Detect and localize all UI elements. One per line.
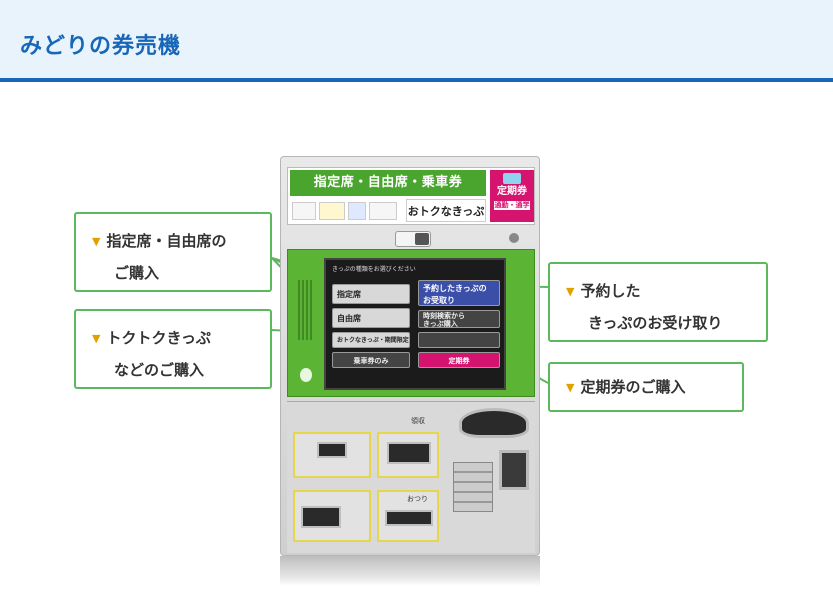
camera-icon (395, 231, 431, 247)
callout-shitei-line1: 指定席・自由席の (106, 232, 227, 250)
label-otsuri: おつり (407, 495, 428, 503)
screen-btn-teiki: 定期券 (418, 352, 500, 368)
triangle-icon: ▼ (566, 285, 575, 298)
machine-top-sign: 指定席・自由席・乗車券 おトクなきっぷ 定期券 通勤・通学 (287, 167, 535, 225)
page-title: みどりの券売機 (20, 34, 182, 59)
sign-teiki-label: 定期券 (497, 186, 527, 197)
card-reader (499, 450, 529, 490)
screen-frame: きっぷの種類をお選びください 指定席 自由席 予約したきっぷの お受取り 時刻検… (287, 249, 535, 397)
label-ryoushu: 領収 (411, 417, 425, 425)
sign-teiki: 定期券 通勤・通学 (490, 170, 534, 222)
sign-logos (292, 199, 404, 222)
callout-yoyaku-line1: 予約した (580, 282, 641, 300)
callout-yoyaku-line2: きっぷのお受け取り (588, 314, 723, 332)
triangle-icon: ▼ (92, 235, 101, 248)
screen-btn-yoyaku-l1: 予約したきっぷの (423, 284, 487, 293)
callout-shitei-line2: ご購入 (114, 264, 160, 282)
triangle-icon: ▼ (92, 332, 101, 345)
callout-tokutoku-line1: トクトクきっぷ (106, 329, 211, 347)
screen-btn-yoyaku: 予約したきっぷの お受取り (418, 280, 500, 306)
machine-base (280, 556, 540, 586)
screen-btn-jikoku-l1: 時刻検索から (423, 312, 465, 320)
machine-body: 指定席・自由席・乗車券 おトクなきっぷ 定期券 通勤・通学 きっぷの種類をお選び… (280, 156, 540, 556)
callout-shitei-line1-wrap: ▼ 指定席・自由席の (92, 226, 270, 258)
touch-screen: きっぷの種類をお選びください 指定席 自由席 予約したきっぷの お受取り 時刻検… (324, 258, 506, 390)
screen-btn-yoyaku-l2: お受取り (423, 296, 455, 305)
page-header: みどりの券売機 (0, 0, 833, 82)
callout-tokutoku-line1-wrap: ▼ トクトクきっぷ (92, 323, 270, 355)
drop-icon (300, 368, 312, 382)
keypad (453, 462, 493, 512)
speaker-grille (298, 280, 314, 340)
card-return-slot (301, 506, 341, 528)
coin-slot (459, 408, 529, 438)
screen-btn-jikoku-l2: きっぷ購入 (423, 320, 458, 328)
sign-main: 指定席・自由席・乗車券 (290, 170, 486, 196)
callout-yoyaku-line1-wrap: ▼ 予約した (566, 276, 766, 308)
callout-teiki-line1: 定期券のご購入 (580, 378, 686, 396)
screen-btn-jiyu: 自由席 (332, 308, 410, 328)
ticket-machine-illustration: 指定席・自由席・乗車券 おトクなきっぷ 定期券 通勤・通学 きっぷの種類をお選び… (280, 150, 540, 600)
callout-teiki-line1-wrap: ▼ 定期券のご購入 (566, 372, 742, 404)
machine-lower-panel: 領収 おつり (287, 401, 535, 553)
bill-slot (317, 442, 347, 458)
sign-otoku: おトクなきっぷ (406, 199, 486, 222)
screen-btn-otoku: おトクなきっぷ・期間限定 (332, 332, 410, 348)
triangle-icon: ▼ (566, 381, 575, 394)
screen-btn-blank (418, 332, 500, 348)
callout-tokutoku-line2: などのご購入 (114, 361, 205, 379)
sensor-icon (509, 233, 519, 243)
callout-shitei: ▼ 指定席・自由席の ご購入 (74, 212, 272, 292)
screen-btn-shitei: 指定席 (332, 284, 410, 304)
callout-yoyaku: ▼ 予約した きっぷのお受け取り (548, 262, 768, 342)
callout-teiki: ▼ 定期券のご購入 (548, 362, 744, 412)
callout-tokutoku: ▼ トクトクきっぷ などのご購入 (74, 309, 272, 389)
sign-teiki-sub: 通勤・通学 (494, 201, 530, 210)
screen-title: きっぷの種類をお選びください (332, 266, 416, 273)
screen-btn-jikoku: 時刻検索から きっぷ購入 (418, 310, 500, 328)
ticket-slot (387, 442, 431, 464)
change-slot (385, 510, 433, 526)
screen-btn-jouken: 乗車券のみ (332, 352, 410, 368)
